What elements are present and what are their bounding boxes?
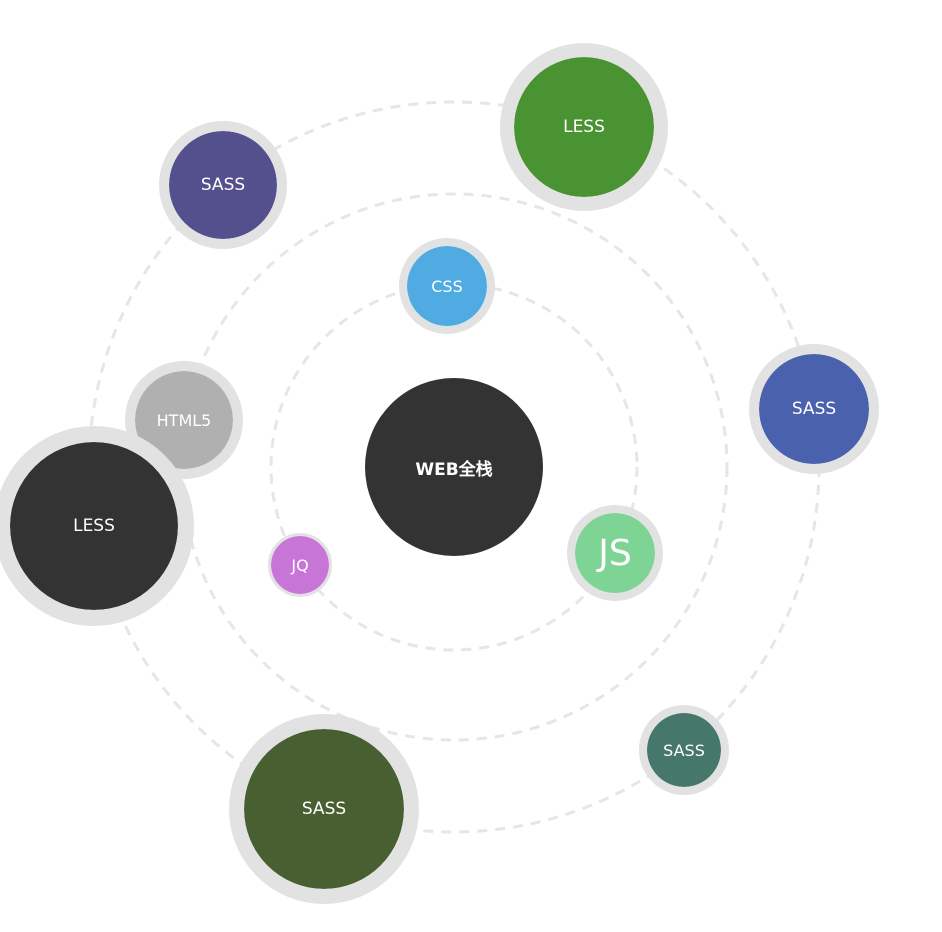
node-sass-right[interactable]: SASS <box>749 344 879 474</box>
node-label: JQ <box>291 555 309 575</box>
node-label: JS <box>598 532 632 574</box>
node-label: SASS <box>791 399 837 419</box>
node-label: CSS <box>431 276 463 296</box>
orbit-middle <box>179 192 729 742</box>
node-sass-top-left[interactable]: SASS <box>159 121 287 249</box>
node-label: SASS <box>200 175 246 195</box>
orbit-inner <box>269 282 639 652</box>
node-label: SASS <box>663 740 705 760</box>
node-css[interactable]: CSS <box>399 238 495 334</box>
center-node[interactable]: WEB全栈 <box>365 378 543 556</box>
node-sass-bottom[interactable]: SASS <box>229 714 419 904</box>
center-label: WEB全栈 <box>415 459 493 480</box>
node-sass-bottom-right[interactable]: SASS <box>639 705 729 795</box>
node-less-top[interactable]: LESS <box>500 43 668 211</box>
node-label: HTML5 <box>156 410 212 430</box>
node-label: LESS <box>73 516 115 536</box>
node-less-left[interactable]: LESS <box>0 426 194 626</box>
node-jq[interactable]: JQ <box>268 533 332 597</box>
node-label: LESS <box>563 117 605 137</box>
node-label: SASS <box>301 799 347 819</box>
node-js[interactable]: JS <box>567 505 663 601</box>
